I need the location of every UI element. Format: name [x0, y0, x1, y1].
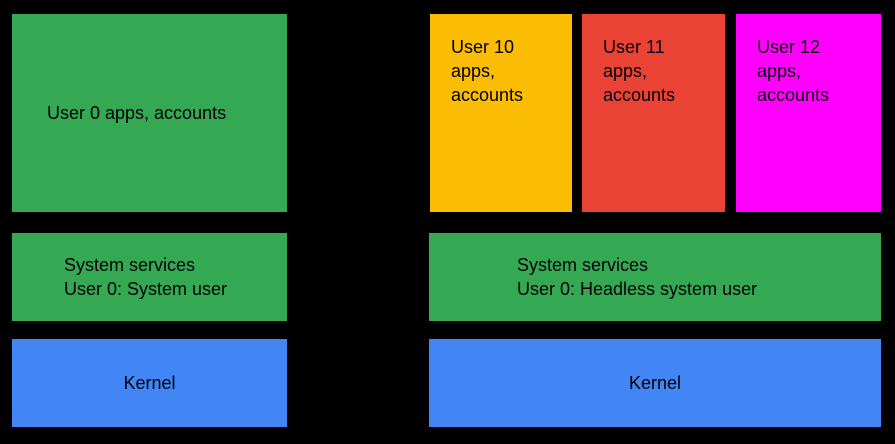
kernel-box-right: Kernel: [429, 339, 881, 427]
user11-apps-line3: accounts: [603, 85, 676, 105]
kernel-box-left: Kernel: [12, 339, 287, 427]
user10-apps-line3: accounts: [451, 85, 524, 105]
system-services-left-line1: System services: [64, 255, 196, 275]
user12-apps-line2: apps,: [757, 61, 802, 81]
system-services-right-line2: User 0: Headless system user: [517, 279, 758, 299]
user11-apps-line1: User 11: [603, 37, 665, 57]
kernel-left-label: Kernel: [123, 373, 176, 393]
user12-apps-line3: accounts: [757, 85, 830, 105]
system-services-left-line2: User 0: System user: [64, 279, 228, 299]
user10-apps-line1: User 10: [451, 37, 515, 57]
user10-apps-box: User 10 apps, accounts: [430, 14, 572, 212]
user0-apps-label: User 0 apps, accounts: [47, 103, 227, 123]
user11-apps-line2: apps,: [603, 61, 648, 81]
user12-apps-box: User 12 apps, accounts: [736, 14, 881, 212]
user0-apps-box: User 0 apps, accounts: [12, 14, 287, 212]
user10-apps-line2: apps,: [451, 61, 496, 81]
user12-apps-line1: User 12: [757, 37, 821, 57]
system-services-right-line1: System services: [517, 255, 649, 275]
user11-apps-box: User 11 apps, accounts: [582, 14, 725, 212]
system-services-box-left: System services User 0: System user: [12, 233, 287, 321]
system-services-box-right: System services User 0: Headless system …: [429, 233, 881, 321]
kernel-right-label: Kernel: [628, 373, 682, 393]
